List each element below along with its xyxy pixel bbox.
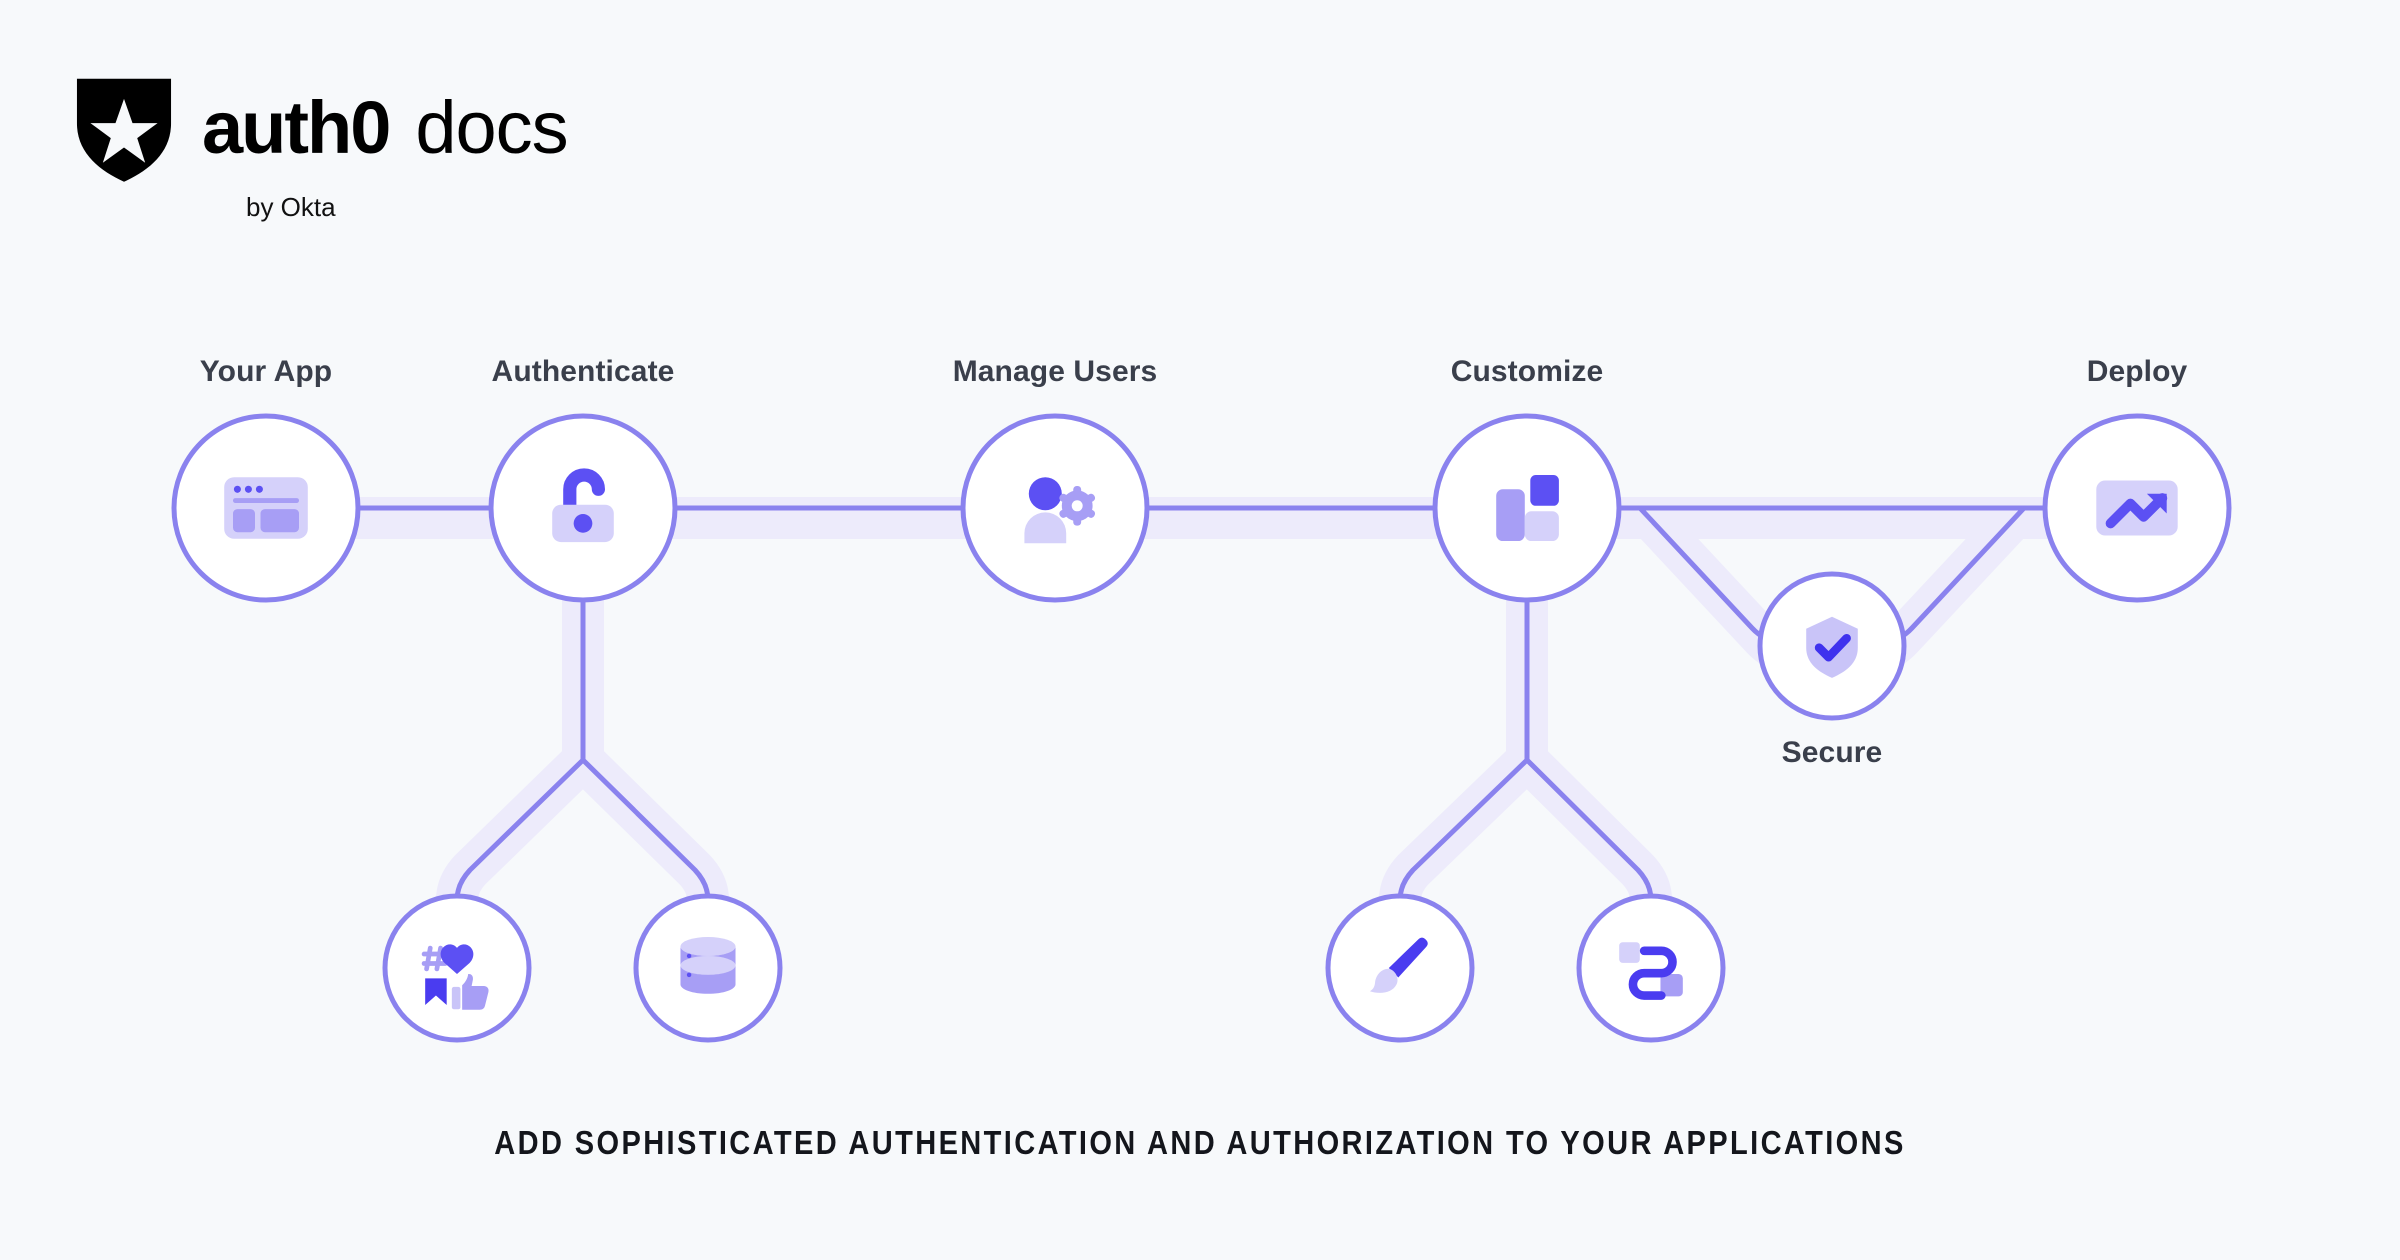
brand-product-name: docs	[415, 86, 568, 169]
node-label-secure: Secure	[1781, 736, 1883, 769]
node-label-deploy: Deploy	[2086, 355, 2188, 388]
main-node-customize[interactable]	[1432, 413, 1622, 603]
node-label-manage-users: Manage Users	[952, 355, 1158, 388]
auth0-shield-star-logo-icon	[76, 78, 172, 182]
branch-node-branding[interactable]	[1325, 893, 1475, 1043]
brand-header: auth0 docs by Okta	[68, 72, 569, 223]
branch-node-database[interactable]	[633, 893, 783, 1043]
node-label-customize: Customize	[1450, 355, 1604, 388]
database-icon	[680, 937, 736, 994]
main-node-deploy[interactable]	[2042, 413, 2232, 603]
branch-node-flows[interactable]	[1576, 893, 1726, 1043]
brand-row: auth0 docs	[68, 72, 569, 184]
node-label-your-app: Your App	[199, 355, 333, 388]
main-node-authenticate[interactable]	[488, 413, 678, 603]
brand-wordmark: auth0	[202, 86, 391, 169]
main-node-your-app[interactable]	[171, 413, 361, 603]
tagline: ADD SOPHISTICATED AUTHENTICATION AND AUT…	[494, 1124, 1906, 1161]
node-label-authenticate: Authenticate	[491, 355, 675, 388]
main-node-manage-users[interactable]	[960, 413, 1150, 603]
trending-up-chart-icon	[2096, 481, 2177, 536]
brand-byline: by Okta	[246, 192, 336, 222]
browser-window-icon	[224, 477, 308, 539]
branch-node-secure[interactable]	[1757, 571, 1907, 721]
branch-node-social[interactable]	[382, 893, 532, 1043]
